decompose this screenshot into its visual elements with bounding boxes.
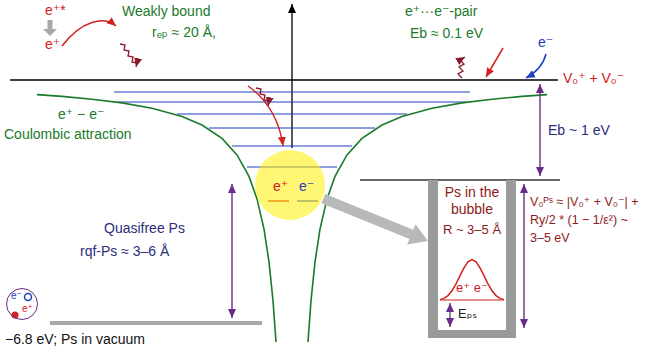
energy-label: −6.8 eV; Ps in vacuum <box>5 331 145 348</box>
ps-energy: Eₚₛ <box>458 306 477 322</box>
bubble-title: Ps in the bubble <box>438 184 506 218</box>
photon-wiggle <box>256 88 269 106</box>
positron-path <box>62 21 116 46</box>
state-label: Weakly bound <box>122 3 210 20</box>
electron-path <box>526 54 546 78</box>
level-line <box>118 101 466 102</box>
energy-axis <box>291 4 292 148</box>
incoming-arrow <box>48 20 53 30</box>
energy-arrow <box>539 84 540 176</box>
positron-dot <box>12 312 19 319</box>
ps-atom-icon: e⁻e⁺ <box>6 288 38 320</box>
state-label: Quasifree Ps <box>104 220 185 237</box>
ps-overlap-circle: e⁺ e⁻ <box>255 150 325 220</box>
pair-label: e⁺ − e⁻ <box>58 106 104 123</box>
radius-label: rₑₚ ≈ 20 Å, <box>152 24 216 41</box>
level-line <box>232 145 352 146</box>
energy-arrow <box>523 184 524 328</box>
potential-label: V₀⁺ + V₀⁻ <box>563 70 624 87</box>
energy-label: Eb ≈ 0.1 eV <box>410 25 483 42</box>
particle-symbol: e⁺* <box>45 2 66 19</box>
vacuum-ps-level <box>50 321 262 325</box>
energy-arrow <box>449 303 450 327</box>
vacuum-level <box>10 79 558 80</box>
radius-label: rqf-Ps ≈ 3–6 Å <box>80 243 169 260</box>
energy-label: Eb ~ 1 eV <box>548 122 610 139</box>
particle-symbol: e⁻ <box>538 34 553 51</box>
state-label: e⁺···e⁻-pair <box>405 3 477 20</box>
particle-symbol: e⁺ <box>45 36 60 53</box>
arrow-shaft <box>323 199 413 236</box>
level-line <box>114 91 470 92</box>
electron-dot <box>25 294 32 301</box>
formula-label: V₀ᴾˢ ≈ |V₀⁺ + V₀⁻| + Ry/2 * (1 − 1/ε²) ~… <box>530 193 644 247</box>
coulomb-curve <box>308 95 547 342</box>
electron-symbol: e⁻ <box>11 290 22 302</box>
positron-symbol: e⁺ <box>22 303 33 315</box>
arrow-head <box>407 224 428 244</box>
photon-wiggle <box>458 57 465 78</box>
level-line <box>177 113 407 114</box>
ps-pair-symbol: e⁺ e⁻ <box>438 280 506 296</box>
bubble-well: Ps in the bubble R ~ 3–5 Å e⁺ e⁻ Eₚₛ <box>428 180 516 338</box>
electron-symbol: e⁻ <box>299 178 314 195</box>
transition-arrow <box>323 199 428 245</box>
incoming-arrow-head <box>43 29 57 36</box>
photon-wiggle <box>120 44 137 67</box>
energy-arrow <box>231 184 232 318</box>
interaction-label: Coulombic attraction <box>4 126 132 143</box>
ps-ground-level <box>440 299 504 300</box>
level-line <box>209 127 375 128</box>
positron-path <box>486 48 503 77</box>
bubble-radius: R ~ 3–5 Å <box>438 222 506 238</box>
positron-symbol: e⁺ <box>273 178 288 195</box>
positron-path <box>248 86 283 146</box>
